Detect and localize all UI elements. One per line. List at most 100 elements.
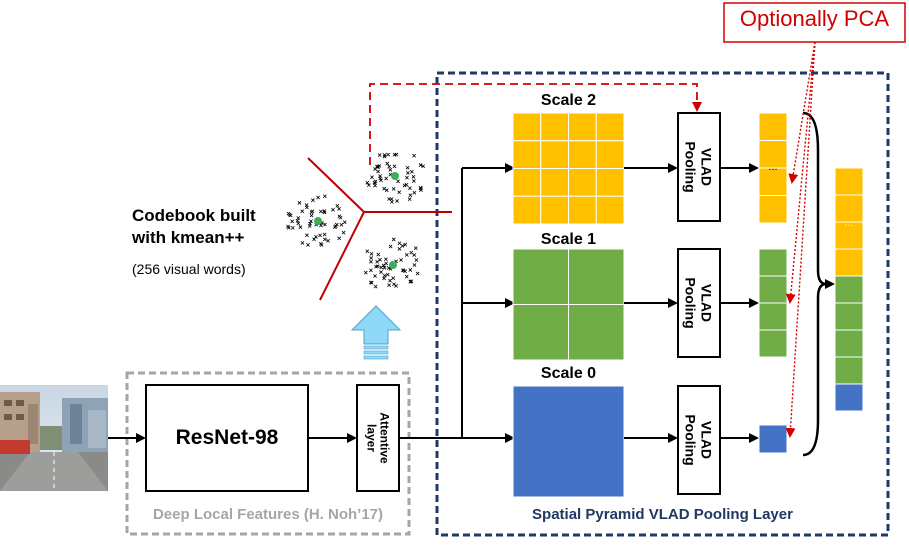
vlad-text-line2: Pooling [683,414,700,466]
feature-point [379,270,383,274]
feature-point [412,263,417,267]
feature-point [305,233,309,238]
codebook-clusters [286,152,426,289]
feature-point [369,251,374,256]
vlad-text-line1: VLAD [699,420,716,460]
feature-point [310,209,315,214]
feature-point [407,197,412,202]
codebook-feedback-arrow [369,83,702,165]
cluster-2 [286,194,347,247]
feature-point [412,153,416,158]
concat-cell [834,302,864,331]
vlad-text-line2: Pooling [683,277,700,329]
grid-cell [512,304,569,361]
grid-cell [512,195,542,225]
feature-point [318,233,322,238]
feature-point [388,278,392,283]
feature-point [309,213,314,218]
feature-point [388,244,393,249]
feature-point [341,230,346,235]
concat-ellipsis: ... [844,217,854,229]
feature-point [412,179,416,183]
feature-point [405,170,410,175]
grid-cell [540,140,569,169]
feature-point [370,175,374,180]
cluster-center [391,172,399,180]
feature-point [331,207,335,212]
cluster-center [314,217,322,225]
feature-point [323,222,327,227]
grid-cell [512,112,542,142]
feature-point [404,253,409,257]
feature-point [305,205,309,210]
feature-point [366,183,371,188]
feature-point [375,164,379,169]
feature-point [382,153,387,157]
feature-point [373,179,378,184]
feature-point [397,190,402,195]
branch-connector [399,163,515,443]
feature-point [376,169,380,174]
scale-grid-1 [512,248,625,361]
feature-point [335,203,340,208]
attentive-label-line1: Attentive [378,412,392,464]
scale-grids [512,112,625,498]
feature-point [296,216,301,220]
feature-point [400,243,405,248]
grid-cell [512,168,542,197]
deep-features-frame [125,371,411,536]
feature-point [323,237,327,242]
feature-point [411,174,416,179]
pca-label: Optionally PCA [739,6,890,31]
input-street-image [0,385,108,491]
feature-point [318,209,323,214]
concat-cell [834,248,864,277]
vector-cell-scale1 [758,248,788,277]
cluster-3 [363,237,420,289]
vector-cell-scale1 [758,275,788,304]
grid-cell [512,248,569,305]
feature-point [415,271,420,276]
output-vectors [758,112,788,454]
feature-point [298,225,303,229]
feature-point [387,164,392,169]
feature-point [309,219,313,224]
scale-grid-0 [512,385,625,498]
feature-point [384,176,389,181]
feature-point [404,274,409,279]
grid-cell [512,385,625,498]
feature-point [378,176,383,181]
pyramid-frame [435,71,890,537]
feature-point [392,152,397,157]
feature-point [342,220,347,225]
resnet-box [145,384,309,492]
feature-point [316,195,320,200]
feature-point [408,279,413,284]
feature-point [337,214,342,219]
vector-cell-scale2 [758,112,788,141]
codebook-title-line1: Codebook built [132,206,256,225]
feature-point [391,187,396,191]
grid-cell [595,195,625,225]
concat-cell [834,167,864,196]
feature-point [318,241,323,246]
feature-point [397,241,402,246]
scale2-label: Scale 2 [540,92,597,109]
feature-point [369,256,374,260]
feature-point [414,258,419,262]
feature-point [377,153,382,157]
feature-point [382,276,386,281]
codebook-subtitle: (256 visual words) [132,261,246,277]
pca-arrows [785,41,816,438]
feature-point [387,283,391,287]
cluster-center [389,261,397,269]
vector-cell-scale2 [758,167,788,196]
feature-point [322,232,327,237]
feature-point [403,269,407,274]
feature-point [384,257,388,262]
pyramid-caption: Spatial Pyramid VLAD Pooling Layer [532,506,793,523]
feature-point [339,222,344,227]
cluster-1 [365,152,426,204]
feature-point [396,179,400,184]
